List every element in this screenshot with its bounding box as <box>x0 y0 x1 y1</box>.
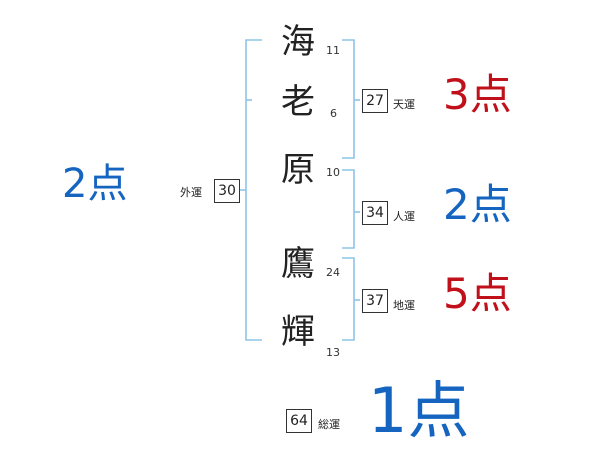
chi-score: 5点 <box>443 269 512 318</box>
stroke-count-4: 24 <box>326 266 340 279</box>
gai-value-box: 30 <box>214 179 240 203</box>
name-char-4: 鷹 <box>281 244 315 284</box>
outer-bracket <box>245 39 262 341</box>
ten-label: 天運 <box>393 98 415 111</box>
so-label: 総運 <box>318 418 340 431</box>
gai-score: 2点 <box>62 161 128 207</box>
stroke-count-5: 13 <box>326 346 340 359</box>
name-char-1: 海 <box>281 22 315 62</box>
stroke-count-3: 10 <box>326 166 340 179</box>
stroke-count-1: 11 <box>326 44 340 57</box>
so-score: 1点 <box>368 374 470 447</box>
chi-bracket <box>342 257 355 341</box>
name-char-5: 輝 <box>281 312 315 352</box>
so-value-box: 64 <box>286 409 312 433</box>
jin-value-box: 34 <box>362 201 388 225</box>
chi-value-box: 37 <box>362 289 388 313</box>
ten-bracket <box>342 39 355 159</box>
stroke-count-2: 6 <box>330 107 337 120</box>
jin-score: 2点 <box>443 180 512 229</box>
ten-value-box: 27 <box>362 89 388 113</box>
gai-label: 外運 <box>180 186 202 199</box>
chi-label: 地運 <box>393 299 415 312</box>
name-char-2: 老 <box>281 82 315 122</box>
name-char-3: 原 <box>281 150 315 190</box>
jin-label: 人運 <box>393 210 415 223</box>
ten-score: 3点 <box>443 70 512 119</box>
jin-bracket <box>342 169 355 249</box>
